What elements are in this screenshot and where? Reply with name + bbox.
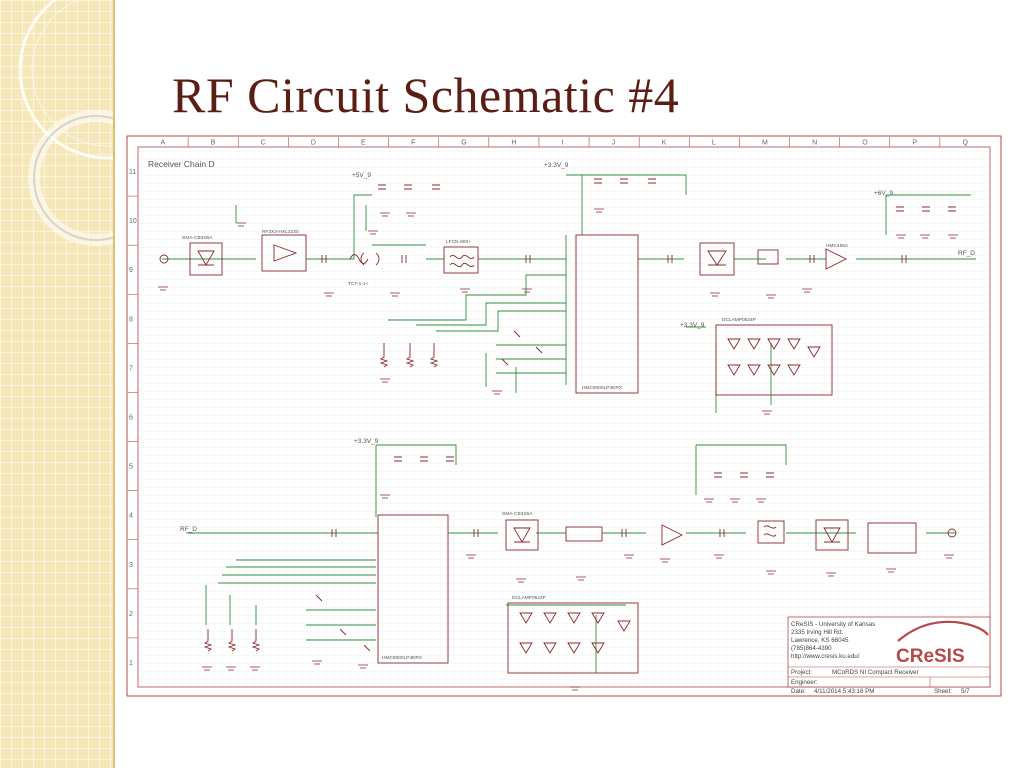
cresis-logo-text: CReSIS (896, 646, 965, 667)
bottom-receiver-chain (186, 444, 956, 673)
part-label-filter: LFCN-800+ (446, 239, 471, 245)
sheet-value: 5/7 (961, 688, 970, 695)
row-label: 1 (129, 660, 133, 667)
net-label-rf-in: RF_D (180, 526, 197, 533)
row-label: 2 (129, 611, 133, 618)
net-label-33v-ddc: +3.3V_9 (680, 322, 705, 329)
rf-circuit-schematic: A B C D E F G H I J K L M N O P Q 11 10 9 8 7 6 5 4 3 2 1 Receiver… (126, 135, 1004, 699)
cresis-logo: CReSIS (896, 620, 989, 667)
decorative-rings (18, 0, 113, 246)
ground-symbols-top (158, 208, 958, 415)
title-block-org: CReSIS - University of Kansas (791, 621, 875, 628)
part-label-tvs-top: DCLAMP0524P (722, 317, 756, 323)
row-label: 5 (129, 464, 133, 471)
title-block-address1: 2335 Irving Hill Rd. (791, 629, 844, 636)
column-label: D (311, 140, 316, 147)
net-label-6v: +6V_9 (874, 190, 893, 197)
column-label: P (912, 140, 917, 147)
net-label-33v-mid: +3.3V_9 (354, 438, 379, 445)
row-label: 6 (129, 415, 133, 422)
slide-title: RF Circuit Schematic #4 (172, 67, 680, 123)
column-label: H (511, 140, 516, 147)
date-label: Date: (791, 688, 806, 695)
row-label: 11 (129, 169, 136, 176)
net-label-rf-out: RF_D (958, 250, 975, 257)
part-label-ddc-top: HMC8000LP4ERX (582, 385, 623, 391)
column-label: N (812, 140, 817, 147)
column-label: C (261, 140, 266, 147)
column-label: A (161, 140, 166, 147)
row-labels: 11 10 9 8 7 6 5 4 3 2 1 (128, 169, 138, 667)
column-label: E (361, 140, 366, 147)
part-label-mixer: RF3X3-HXL2230 (262, 229, 299, 235)
schematic-grid (137, 146, 991, 688)
column-label: L (712, 140, 716, 147)
part-label-transformer: TCT-1-1+ (348, 281, 369, 287)
bottom-components (203, 456, 957, 674)
title-block: CReSIS - University of Kansas 2335 Irvin… (787, 616, 991, 695)
part-label-diode-top: SMA-CB3S6A (182, 235, 213, 241)
column-label: I (562, 140, 564, 147)
title-block-address2: Lawrence, KS 66045 (791, 637, 849, 644)
row-label: 10 (129, 218, 137, 225)
column-label: M (762, 140, 768, 147)
column-label: J (612, 140, 616, 147)
part-label-ddc-bottom: HMC8000LP4ERX (382, 655, 423, 661)
part-label-diode-bottom: SMA-CB3S6A (502, 511, 533, 517)
title-block-phone: (785)864-4390 (791, 645, 832, 652)
row-label: 3 (129, 562, 133, 569)
panel-divider (113, 0, 115, 768)
row-label: 7 (129, 365, 133, 372)
net-label-33v-top: +3.3V_9 (544, 162, 569, 169)
column-labels: A B C D E F G H I J K L M N O P Q (161, 137, 968, 147)
part-labels: RF3X3-HXL2230 LFCN-800+ TCT-1-1+ HMC8000… (182, 229, 849, 661)
row-label: 4 (129, 513, 133, 520)
ground-symbols-bottom (202, 494, 954, 691)
engineer-label: Engineer: (791, 679, 818, 686)
title-block-url: http://www.cresis.ku.edu/ (791, 653, 860, 660)
schematic-drawing: A B C D E F G H I J K L M N O P Q 11 10 9 8 7 6 5 4 3 2 1 Receiver… (126, 135, 1002, 697)
column-label: Q (962, 140, 968, 147)
column-label: F (411, 140, 415, 147)
row-label: 9 (129, 267, 133, 274)
part-label-rf-part: HMC455A (826, 243, 849, 249)
date-value: 4/11/2014 5:43:16 PM (814, 688, 874, 695)
sheet-label: Sheet: (934, 688, 952, 695)
column-label: K (662, 140, 667, 147)
project-name: MCoRDS NI Compact Receiver (832, 669, 919, 676)
decorative-side-panel (0, 0, 113, 768)
row-label: 8 (129, 316, 133, 323)
top-components (159, 178, 956, 396)
column-label: B (211, 140, 216, 147)
column-label: G (461, 140, 466, 147)
part-label-tvs-bottom: DCLAMP0524P (512, 595, 546, 601)
column-label: O (862, 140, 868, 147)
net-label-5v: +5V_9 (352, 172, 371, 179)
section-label: Receiver Chain D (148, 159, 215, 169)
net-labels: RF_D RF_D +3.3V_9 +3.3V_9 +5V_9 +6V_9 +3… (180, 162, 975, 533)
project-label: Project: (791, 669, 812, 676)
